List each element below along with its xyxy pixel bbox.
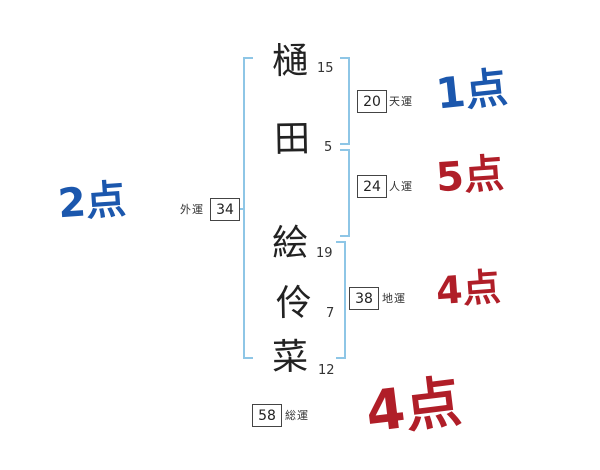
- earth-luck-bracket-tick-bottom: [336, 357, 344, 359]
- stroke-count-5: 12: [318, 363, 335, 378]
- earth-luck-score: 4点: [434, 264, 502, 314]
- total-luck-label: 総運: [285, 409, 309, 422]
- earth-luck-label: 地運: [382, 292, 406, 305]
- person-luck-label: 人運: [389, 180, 413, 193]
- outer-luck-bracket-tick-mid: [237, 208, 243, 210]
- person-luck-value-box: 24: [357, 175, 387, 198]
- heaven-luck-bracket-tick-bottom: [340, 143, 348, 145]
- name-char-5: 菜: [271, 336, 309, 379]
- stroke-count-4: 7: [326, 306, 335, 321]
- outer-luck-bracket-tick-top: [243, 57, 253, 59]
- name-char-2: 田: [273, 118, 311, 161]
- outer-luck-bracket-line: [243, 57, 245, 359]
- total-luck-score: 4点: [362, 369, 465, 446]
- outer-luck-bracket-tick-bottom: [243, 357, 253, 359]
- person-luck-bracket-line: [348, 149, 350, 237]
- heaven-luck-label: 天運: [389, 95, 413, 108]
- stroke-count-2: 5: [324, 140, 333, 155]
- person-luck-bracket-tick-top: [340, 149, 348, 151]
- name-char-4: 伶: [275, 282, 313, 325]
- outer-luck-label: 外運: [180, 203, 204, 216]
- heaven-luck-score: 1点: [433, 62, 510, 119]
- earth-luck-bracket-tick-top: [336, 241, 344, 243]
- name-char-3: 絵: [271, 222, 309, 265]
- stroke-count-1: 15: [317, 61, 334, 76]
- person-luck-bracket-tick-bottom: [340, 235, 348, 237]
- earth-luck-bracket-line: [344, 241, 346, 359]
- total-luck-value-box: 58: [252, 404, 282, 427]
- earth-luck-value-box: 38: [349, 287, 379, 310]
- outer-luck-value-box: 34: [210, 198, 240, 221]
- outer-luck-score: 2点: [56, 176, 128, 228]
- heaven-luck-bracket-line: [348, 57, 350, 145]
- heaven-luck-bracket-tick-top: [340, 57, 348, 59]
- heaven-luck-value-box: 20: [357, 90, 387, 113]
- stroke-count-3: 19: [316, 246, 333, 261]
- person-luck-score: 5点: [434, 150, 506, 202]
- name-char-1: 樋: [271, 40, 309, 83]
